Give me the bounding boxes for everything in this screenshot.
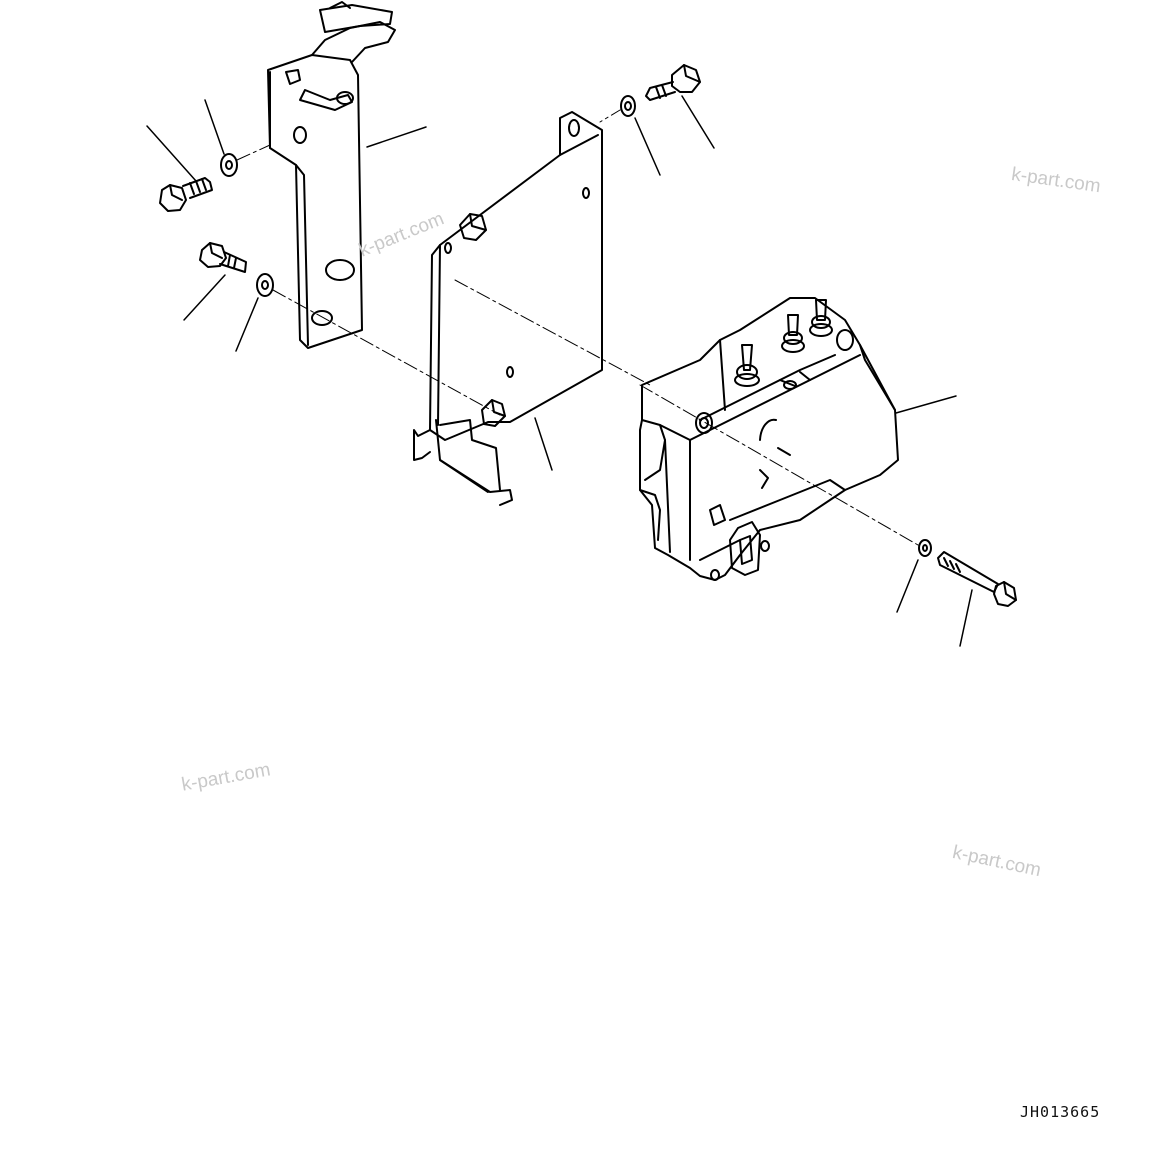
washer-upper-right <box>620 95 636 117</box>
leader-line <box>634 117 661 176</box>
washer-hole <box>922 544 928 552</box>
nut-edge <box>469 213 487 231</box>
washer-lower-right <box>918 539 932 557</box>
leader-line <box>534 417 553 471</box>
bolt-upper-left <box>159 177 213 212</box>
controller-unit <box>639 297 899 581</box>
connector-posts <box>734 299 833 390</box>
bolt-long-right <box>937 551 1017 607</box>
washer-hole <box>261 280 269 290</box>
centerline <box>272 289 501 416</box>
centerline <box>236 144 271 161</box>
leader-line <box>146 125 197 182</box>
washer-hole <box>624 101 632 111</box>
washer-upper-left <box>220 153 238 177</box>
bolt-lower-left <box>199 242 247 273</box>
leader-line <box>183 274 226 321</box>
leader-line <box>235 297 259 352</box>
drawing-code: JH013665 <box>1020 1103 1101 1121</box>
leader-line <box>895 395 957 414</box>
washer-hole <box>225 160 233 170</box>
centerline <box>454 279 651 386</box>
middle-plate <box>413 111 603 506</box>
washer-lower-left <box>256 273 274 297</box>
bolt-upper-right <box>645 64 701 101</box>
left-bracket <box>267 1 396 349</box>
centerline <box>599 109 621 123</box>
nut-edge <box>491 399 506 417</box>
leader-line <box>366 126 427 148</box>
centerline <box>639 384 919 546</box>
leader-line <box>681 95 715 149</box>
leader-line <box>896 559 919 613</box>
leader-line <box>959 589 973 647</box>
leader-line <box>204 99 225 155</box>
